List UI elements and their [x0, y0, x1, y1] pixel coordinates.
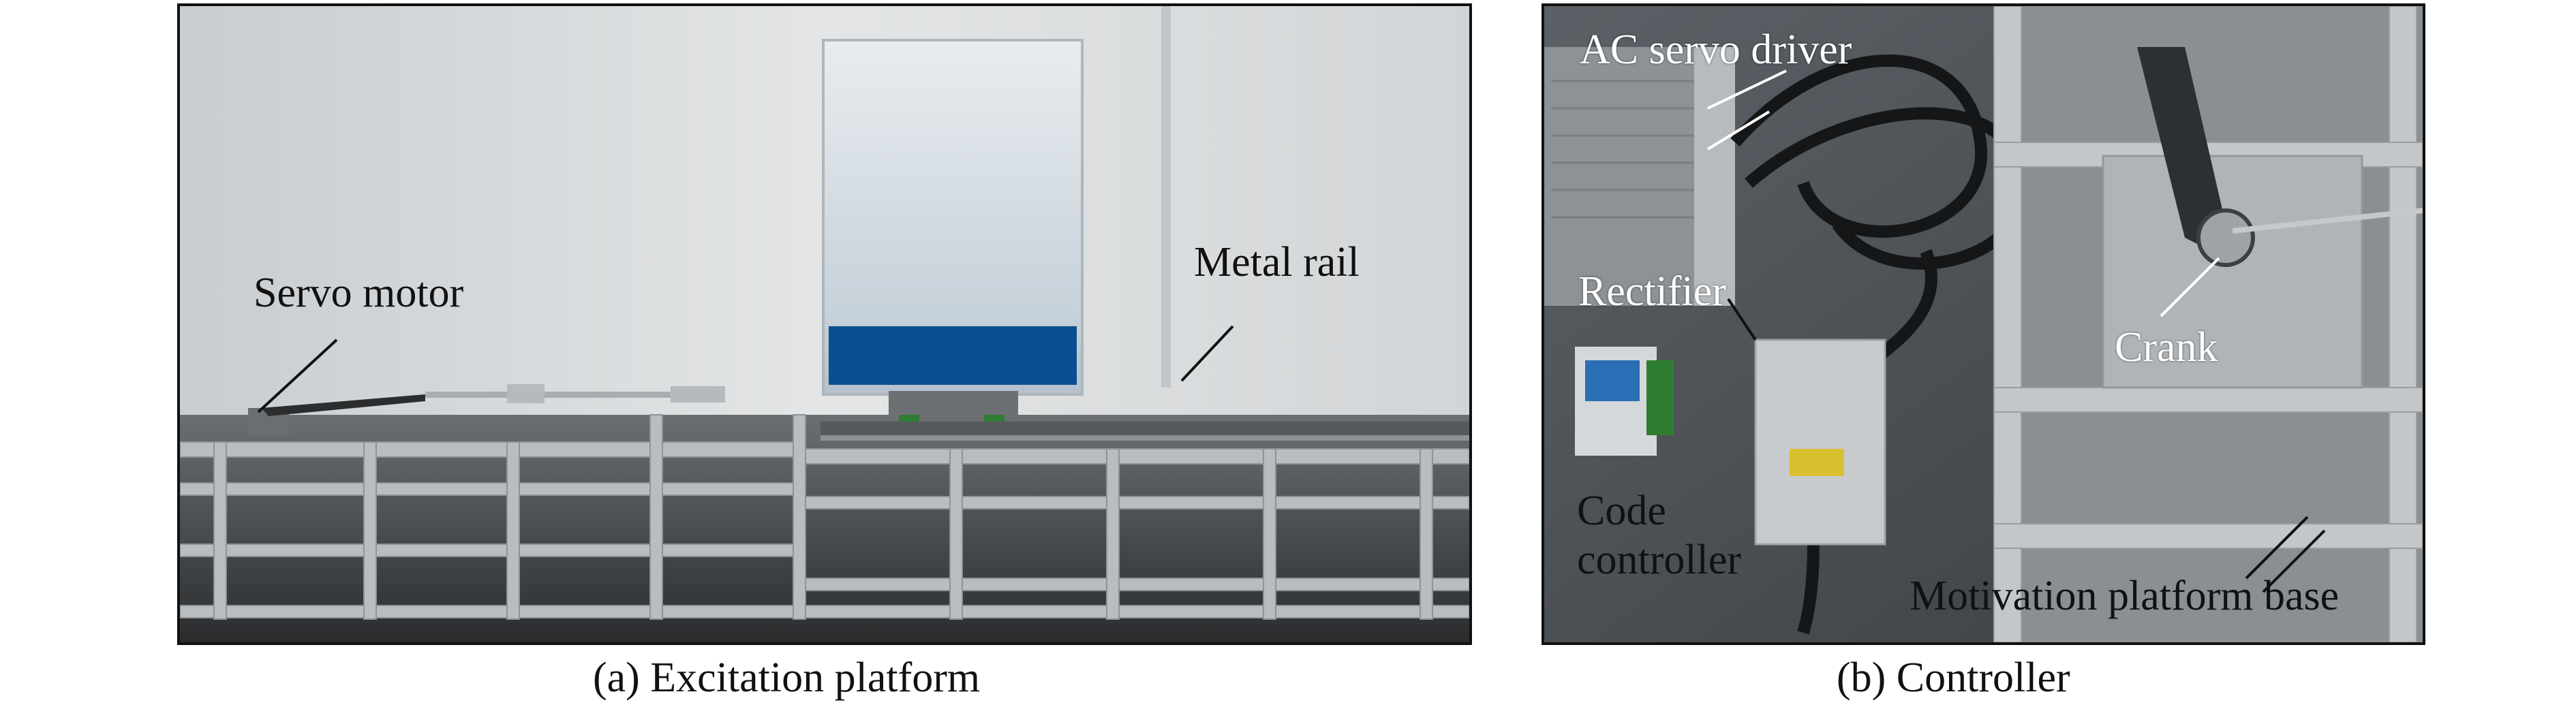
excitation-platform-illustration: [180, 6, 1469, 642]
code-controller-label-line2: controller: [1577, 537, 1742, 583]
motivation-platform-base-label: Motivation platform base: [1910, 573, 2340, 619]
rectifier-label: Rectifier: [1578, 268, 1726, 315]
metal-rail-label: Metal rail: [1194, 239, 1360, 285]
crank-label: Crank: [2115, 324, 2218, 371]
caption-a: (a) Excitation platform: [593, 655, 981, 701]
caption-b: (b) Controller: [1837, 655, 2070, 701]
excitation-platform-photo: Servo motor Metal rail: [177, 3, 1472, 645]
controller-photo: AC servo driver Rectifier Crank Code con…: [1542, 3, 2425, 645]
ac-servo-driver-label: AC servo driver: [1580, 27, 1852, 73]
servo-motor-label: Servo motor: [254, 270, 464, 316]
controller-illustration: [1544, 6, 2423, 642]
code-controller-label-line1: Code: [1577, 488, 1666, 534]
